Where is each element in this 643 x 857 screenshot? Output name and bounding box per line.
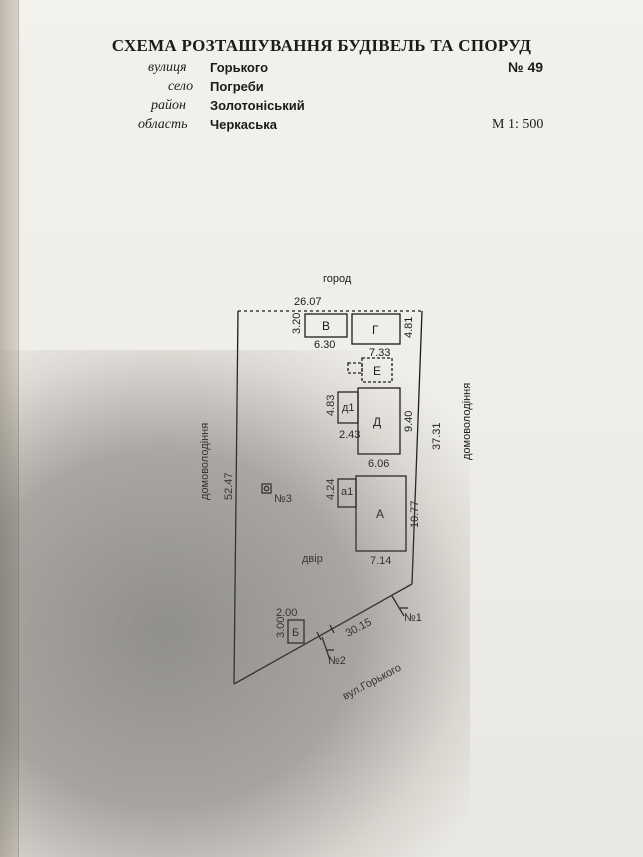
district-label: район <box>151 98 186 113</box>
building-a1-height: 4.24 <box>325 479 337 500</box>
scale-label: М 1: 500 <box>492 117 544 132</box>
well-ring <box>263 485 270 492</box>
building-v-width: 6.30 <box>314 339 335 351</box>
building-d1-width: 2.43 <box>339 429 360 441</box>
garden-label: город <box>323 273 352 285</box>
boundary-right <box>411 310 423 585</box>
building-a-label: А <box>376 507 384 521</box>
district-value: Золотоніський <box>210 98 305 113</box>
yard-label: двір <box>302 553 323 565</box>
region-label: область <box>138 117 188 132</box>
building-d1-label: д1 <box>342 402 355 414</box>
village-label: село <box>168 79 194 94</box>
street-value: Горького <box>210 60 269 75</box>
building-a-height: 10.77 <box>409 500 421 528</box>
building-a-width: 7.14 <box>370 555 391 567</box>
document-title: СХЕМА РОЗТАШУВАННЯ БУДІВЕЛЬ ТА СПОРУД <box>111 36 532 55</box>
building-g <box>351 313 401 345</box>
building-d-label: Д <box>373 415 381 429</box>
village-value: Погреби <box>210 79 264 94</box>
building-e-porch <box>347 362 363 374</box>
well-label: №3 <box>274 493 292 505</box>
building-v-height: 3.20 <box>291 313 303 334</box>
building-v <box>304 313 348 338</box>
dim-top: 26.07 <box>294 296 322 308</box>
gate1-label: №1 <box>404 612 422 624</box>
street-caption: вул.Горького <box>341 662 404 703</box>
right-neighbor-label: домоволодіння <box>461 383 473 460</box>
building-v-label: В <box>322 319 330 333</box>
building-b-label: Б <box>292 627 299 639</box>
building-g-label: Г <box>372 323 379 337</box>
gate1-leader <box>391 595 405 617</box>
street-label: вулиця <box>148 60 187 75</box>
building-d-width: 6.06 <box>368 458 389 470</box>
left-neighbor-label: домоволодіння <box>199 423 211 500</box>
building-d-height: 9.40 <box>403 411 415 432</box>
building-g-height: 4.81 <box>403 317 415 338</box>
gate2-label: №2 <box>328 655 346 667</box>
building-e-label: Е <box>373 364 381 378</box>
well-icon <box>261 483 272 494</box>
dim-left: 52.47 <box>223 472 235 500</box>
building-a1-label: а1 <box>341 486 353 498</box>
building-b-height: 3.00 <box>275 617 287 638</box>
dim-right: 37.31 <box>431 422 443 450</box>
region-value: Черкаська <box>210 117 277 132</box>
building-g-width: 7.33 <box>369 347 390 359</box>
house-number: № 49 <box>508 59 544 75</box>
building-d1-height: 4.83 <box>325 395 337 416</box>
